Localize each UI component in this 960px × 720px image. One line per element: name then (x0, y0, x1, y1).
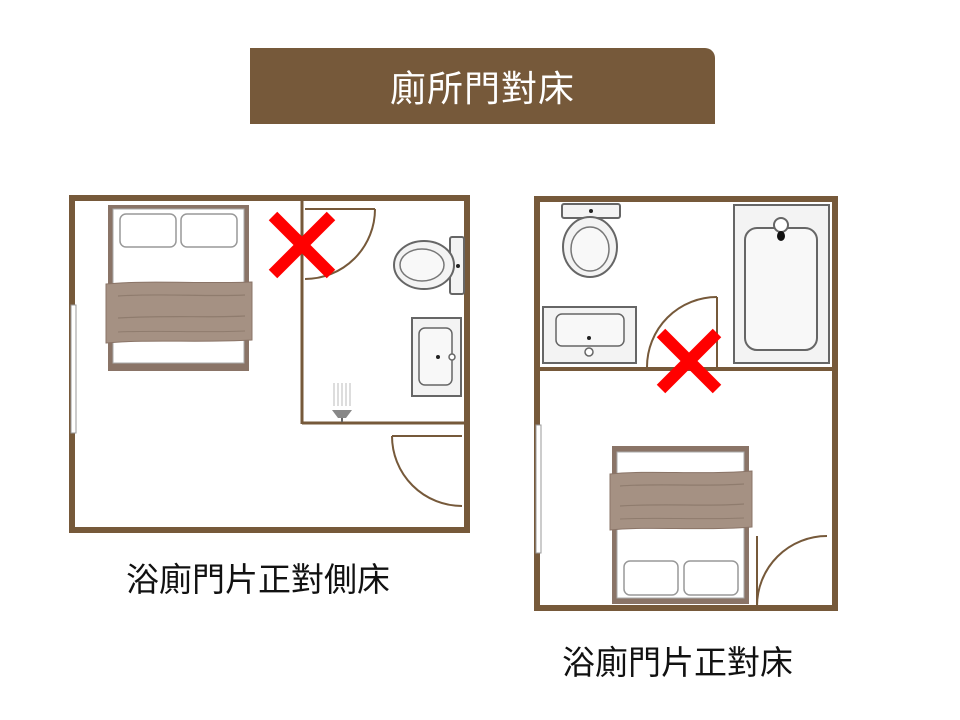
title-banner: 廁所門對床 (250, 48, 715, 124)
right-plan-caption: 浴廁門片正對床 (562, 643, 793, 682)
left-floor-plan (69, 195, 470, 533)
right-entrance-door (756, 535, 828, 607)
right-floor-plan (534, 196, 838, 611)
page-title: 廁所門對床 (389, 69, 575, 110)
left-entrance-door (391, 435, 463, 507)
left-sink-icon (411, 317, 462, 397)
left-window (70, 304, 77, 434)
left-cross-mark (268, 211, 336, 279)
right-bathtub-icon (733, 204, 830, 364)
right-window (535, 424, 542, 554)
left-toilet-icon (393, 236, 465, 295)
right-bed-icon (609, 446, 753, 604)
right-bathroom-door (646, 296, 718, 368)
left-plan-caption: 浴廁門片正對側床 (126, 560, 390, 599)
right-sink-icon (542, 306, 637, 364)
left-shower-icon (332, 383, 352, 422)
right-toilet-icon (561, 203, 621, 278)
right-cross-mark (656, 328, 722, 394)
left-bed-icon (105, 205, 253, 371)
right-outer-wall (534, 196, 838, 611)
left-bathroom-door (304, 208, 376, 280)
